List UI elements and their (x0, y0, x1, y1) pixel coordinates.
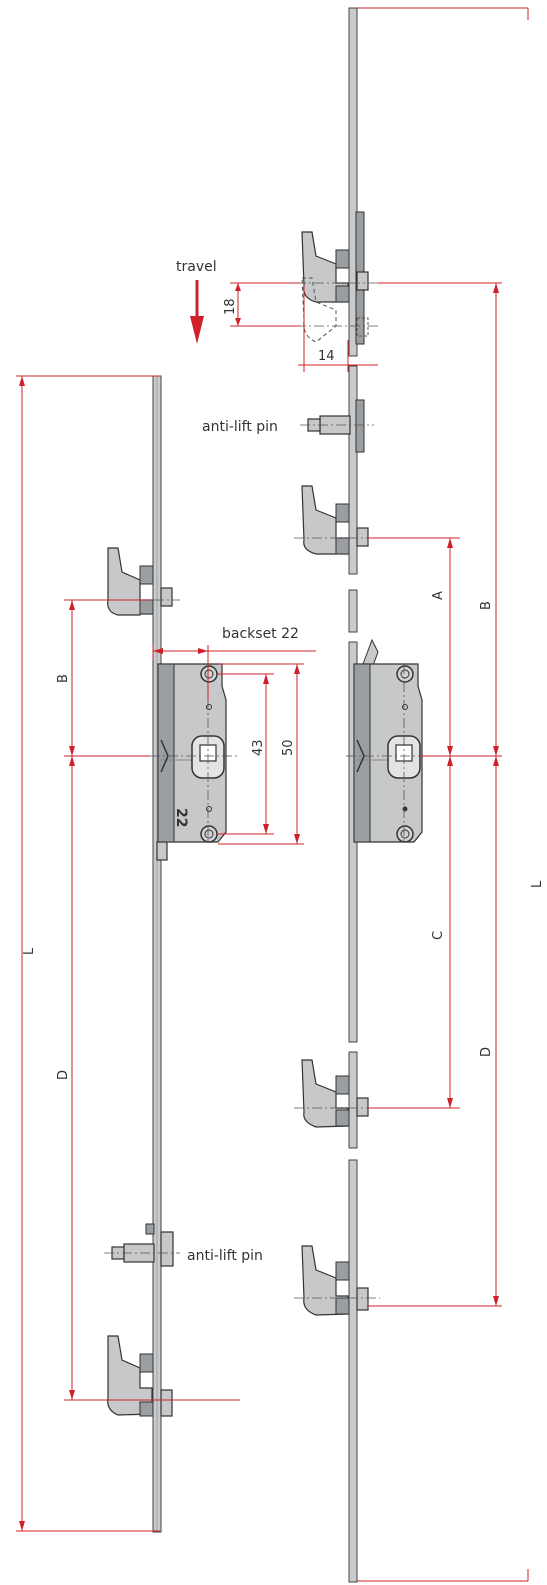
case-number-label: 22 (173, 808, 189, 827)
dim-18: 18 (223, 298, 238, 315)
right-faceplate-segment-2 (348, 365, 358, 575)
right-faceplate-segment-5 (348, 1051, 358, 1149)
anti-lift-pin-label-bottom: anti-lift pin (187, 1248, 263, 1264)
left-dimensions: L B D backset 22 (16, 375, 316, 1532)
dim-14: 14 (318, 349, 335, 364)
right-hook-D (294, 1245, 380, 1316)
anti-lift-pin-label-top: anti-lift pin (202, 419, 278, 435)
right-hook-C (294, 1059, 380, 1128)
right-dim-L: L (530, 880, 545, 888)
backset-label: backset 22 (222, 626, 299, 642)
left-anti-lift-pin (104, 1223, 180, 1267)
right-lock-assembly: travel 18 14 anti-lift pin (176, 7, 545, 1583)
travel-label: travel (176, 259, 217, 275)
left-dim-B: B (56, 674, 71, 683)
right-dimensions: L A C B D (357, 7, 545, 1582)
left-dim-D: D (56, 1070, 71, 1080)
right-faceplate-segment-1 (348, 7, 358, 357)
right-anti-lift-pin (300, 399, 374, 453)
right-lock-case (346, 638, 430, 843)
right-dim-C: C (431, 931, 446, 940)
left-lock-case: 22 (150, 663, 240, 861)
right-faceplate-segment-6 (348, 1159, 358, 1583)
right-dim-A: A (431, 591, 446, 600)
left-lock-assembly: 22 L (16, 375, 316, 1533)
left-hook-top (100, 547, 180, 616)
right-faceplate-segment-3 (348, 589, 358, 633)
dim-50: 50 (281, 739, 296, 756)
left-hook-bottom (100, 1335, 180, 1417)
dim-43: 43 (251, 739, 266, 756)
right-hook-A (294, 485, 380, 555)
travel-arrow (190, 280, 204, 344)
right-hook-travel (296, 211, 380, 345)
left-dim-L: L (22, 947, 37, 955)
right-dim-D: D (479, 1047, 494, 1057)
right-dim-B: B (479, 601, 494, 610)
